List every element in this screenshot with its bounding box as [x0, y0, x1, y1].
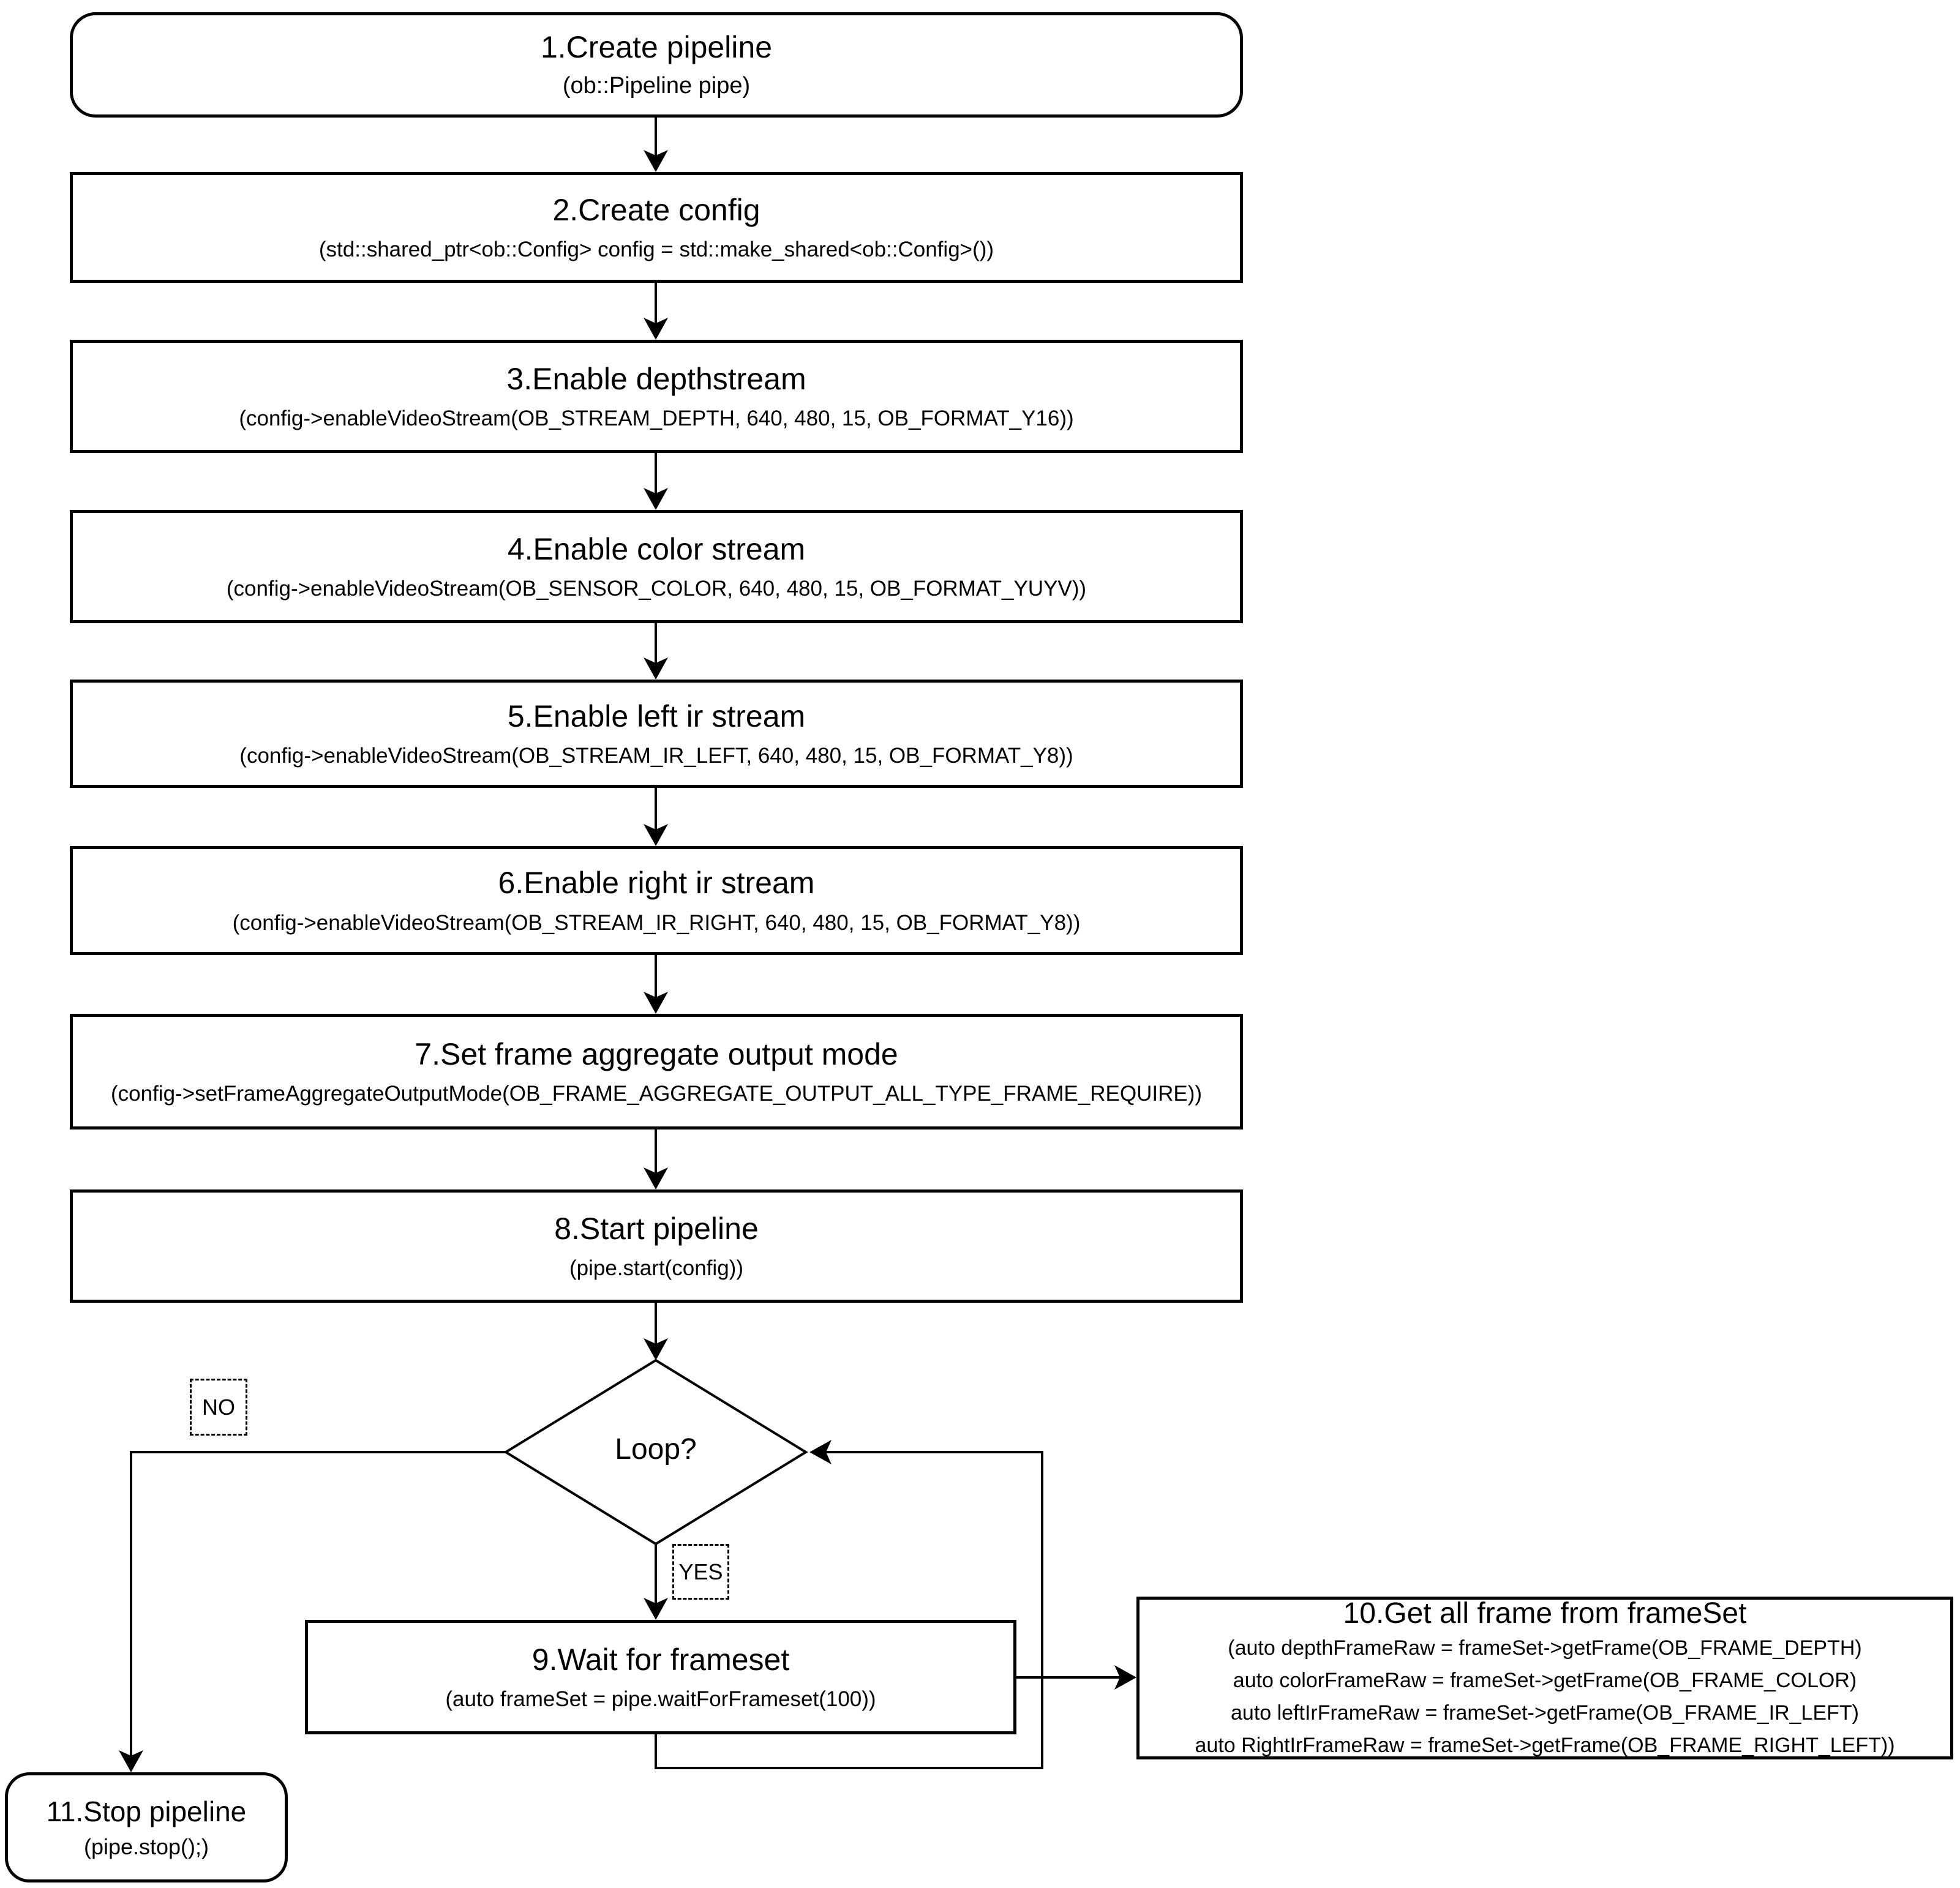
node-title: 11.Stop pipeline	[46, 1795, 247, 1827]
node-title: 5.Enable left ir stream	[507, 699, 806, 733]
node-4-enable-color-stream: 4.Enable color stream (config->enableVid…	[70, 510, 1243, 623]
arrowhead-down-icon	[644, 318, 668, 340]
node-10-get-all-frame-from-frameset: 10.Get all frame from frameSet (auto dep…	[1136, 1597, 1953, 1759]
arrowhead-down-icon	[644, 488, 668, 510]
arrowhead-down-icon	[644, 824, 668, 846]
node-2-create-config: 2.Create config (std::shared_ptr<ob::Con…	[70, 172, 1243, 283]
node-code: (pipe.start(config))	[569, 1256, 743, 1281]
node-3-enable-depth-stream: 3.Enable depthstream (config->enableVide…	[70, 340, 1243, 453]
node-7-set-frame-aggregate-output-mode: 7.Set frame aggregate output mode (confi…	[70, 1014, 1243, 1129]
node-title: 6.Enable right ir stream	[498, 866, 815, 901]
edge-no	[130, 1451, 506, 1757]
node-code-line: (auto depthFrameRaw = frameSet->getFrame…	[1228, 1636, 1862, 1660]
node-code-line: auto leftIrFrameRaw = frameSet->getFrame…	[1231, 1701, 1859, 1725]
arrowhead-down-icon	[644, 150, 668, 172]
node-title: 3.Enable depthstream	[506, 361, 806, 396]
node-11-stop-pipeline: 11.Stop pipeline (pipe.stop();)	[5, 1772, 288, 1882]
node-code: (std::shared_ptr<ob::Config> config = st…	[318, 238, 994, 262]
arrowhead-right-icon	[1114, 1665, 1136, 1690]
arrowhead-down-icon	[644, 657, 668, 680]
decision-loop-label: Loop?	[615, 1433, 697, 1466]
node-code-line: auto colorFrameRaw = frameSet->getFrame(…	[1233, 1668, 1857, 1692]
arrowhead-down-icon	[644, 1598, 668, 1620]
edge-label-no: NO	[190, 1379, 247, 1436]
node-title: 1.Create pipeline	[540, 30, 773, 65]
arrowhead-down-icon	[644, 1167, 668, 1189]
decision-diamond	[503, 1358, 808, 1546]
node-title: 8.Start pipeline	[554, 1211, 759, 1246]
arrowhead-down-icon	[644, 992, 668, 1014]
arrowhead-down-icon	[644, 1338, 668, 1360]
node-code-line: auto RightIrFrameRaw = frameSet->getFram…	[1195, 1733, 1895, 1757]
node-code: (config->enableVideoStream(OB_STREAM_DEP…	[239, 406, 1074, 431]
node-title: 10.Get all frame from frameSet	[1343, 1597, 1747, 1630]
node-title: 2.Create config	[552, 192, 760, 227]
edge-loop-return	[655, 1451, 1043, 1769]
node-title: 4.Enable color stream	[507, 531, 806, 566]
node-code: (ob::Pipeline pipe)	[562, 72, 751, 99]
node-8-start-pipeline: 8.Start pipeline (pipe.start(config))	[70, 1189, 1243, 1303]
node-code: (config->enableVideoStream(OB_STREAM_IR_…	[239, 744, 1073, 768]
node-code: (config->enableVideoStream(OB_SENSOR_COL…	[226, 577, 1087, 601]
edge-label-yes: YES	[672, 1544, 729, 1600]
node-6-enable-right-ir-stream: 6.Enable right ir stream (config->enable…	[70, 846, 1243, 955]
node-code: (config->enableVideoStream(OB_STREAM_IR_…	[232, 910, 1081, 935]
node-5-enable-left-ir-stream: 5.Enable left ir stream (config->enableV…	[70, 680, 1243, 788]
node-code: (pipe.stop();)	[83, 1834, 209, 1859]
node-1-create-pipeline: 1.Create pipeline (ob::Pipeline pipe)	[70, 12, 1243, 118]
node-9-wait-for-frameset: 9.Wait for frameset (auto frameSet = pip…	[305, 1620, 1016, 1734]
node-code: (auto frameSet = pipe.waitForFrameset(10…	[445, 1687, 876, 1712]
arrowhead-left-icon	[809, 1440, 832, 1464]
node-code: (config->setFrameAggregateOutputMode(OB_…	[110, 1082, 1203, 1106]
arrowhead-down-icon	[119, 1750, 143, 1772]
node-title: 7.Set frame aggregate output mode	[415, 1036, 898, 1071]
node-title: 9.Wait for frameset	[531, 1642, 790, 1677]
